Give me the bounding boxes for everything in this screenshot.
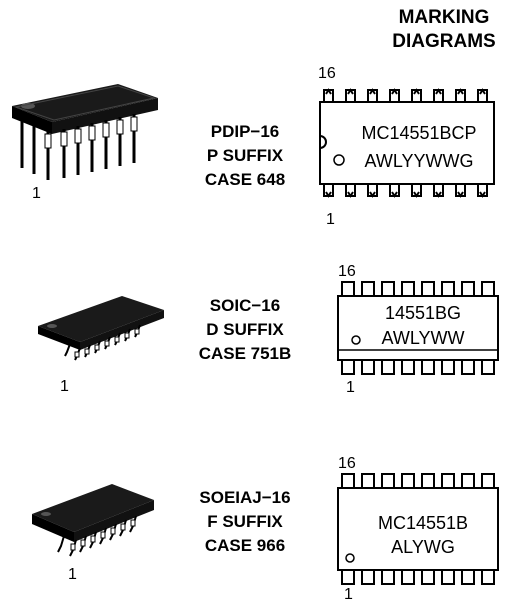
- soeiaj-marking-diagram: 16 MC14551B ALYWG 1: [337, 455, 508, 603]
- pdip-package-name: PDIP−16: [210, 122, 280, 141]
- soic-marking-line-1: 14551BG: [384, 303, 462, 323]
- pdip-top-pin-number: 16: [318, 65, 336, 82]
- soeiaj-package-label: SOEIAJ−16 F SUFFIX CASE 966: [190, 486, 300, 558]
- pdip-package-suffix: P SUFFIX: [206, 146, 284, 165]
- soeiaj-package-suffix: F SUFFIX: [207, 512, 283, 531]
- pdip-marking-line-1: MC14551BCP: [361, 123, 477, 143]
- soic-package-image: [34, 292, 174, 377]
- soeiaj-pin-one-label: 1: [68, 566, 77, 583]
- soic-package-suffix: D SUFFIX: [206, 320, 284, 339]
- soeiaj-top-pin-number: 16: [338, 455, 356, 472]
- pdip-package-label: PDIP−16 P SUFFIX CASE 648: [190, 120, 300, 192]
- soic-package-label: SOIC−16 D SUFFIX CASE 751B: [190, 294, 300, 366]
- pdip-package-image: [8, 76, 168, 201]
- pdip-pin-one-label: 1: [32, 185, 41, 202]
- soeiaj-package-image: [28, 480, 168, 575]
- pdip-marking-diagram: 16: [318, 65, 508, 228]
- heading-line-2: DIAGRAMS: [392, 31, 496, 52]
- pdip-marking-line-2: AWLYYWWG: [364, 151, 474, 171]
- soic-package-case: CASE 751B: [198, 344, 292, 363]
- soic-package-name: SOIC−16: [209, 296, 281, 315]
- pdip-package-case: CASE 648: [204, 170, 286, 189]
- soic-pin-one-label: 1: [60, 378, 69, 395]
- soic-bottom-pin-number: 1: [346, 379, 355, 396]
- soic-top-pin-number: 16: [338, 263, 356, 280]
- heading-line-1: MARKING: [398, 7, 490, 28]
- soeiaj-package-name: SOEIAJ−16: [199, 488, 291, 507]
- soic-marking-diagram: 16 14551BG AWLYWW 1: [337, 263, 508, 404]
- pdip-bottom-pin-number: 1: [326, 211, 335, 228]
- soeiaj-bottom-pin-number: 1: [344, 586, 353, 603]
- marking-diagrams-heading: MARKING DIAGRAMS: [384, 6, 504, 54]
- soeiaj-package-case: CASE 966: [204, 536, 286, 555]
- soeiaj-marking-line-1: MC14551B: [377, 513, 469, 533]
- soic-marking-line-2: AWLYWW: [381, 328, 465, 348]
- soeiaj-marking-line-2: ALYWG: [391, 537, 455, 557]
